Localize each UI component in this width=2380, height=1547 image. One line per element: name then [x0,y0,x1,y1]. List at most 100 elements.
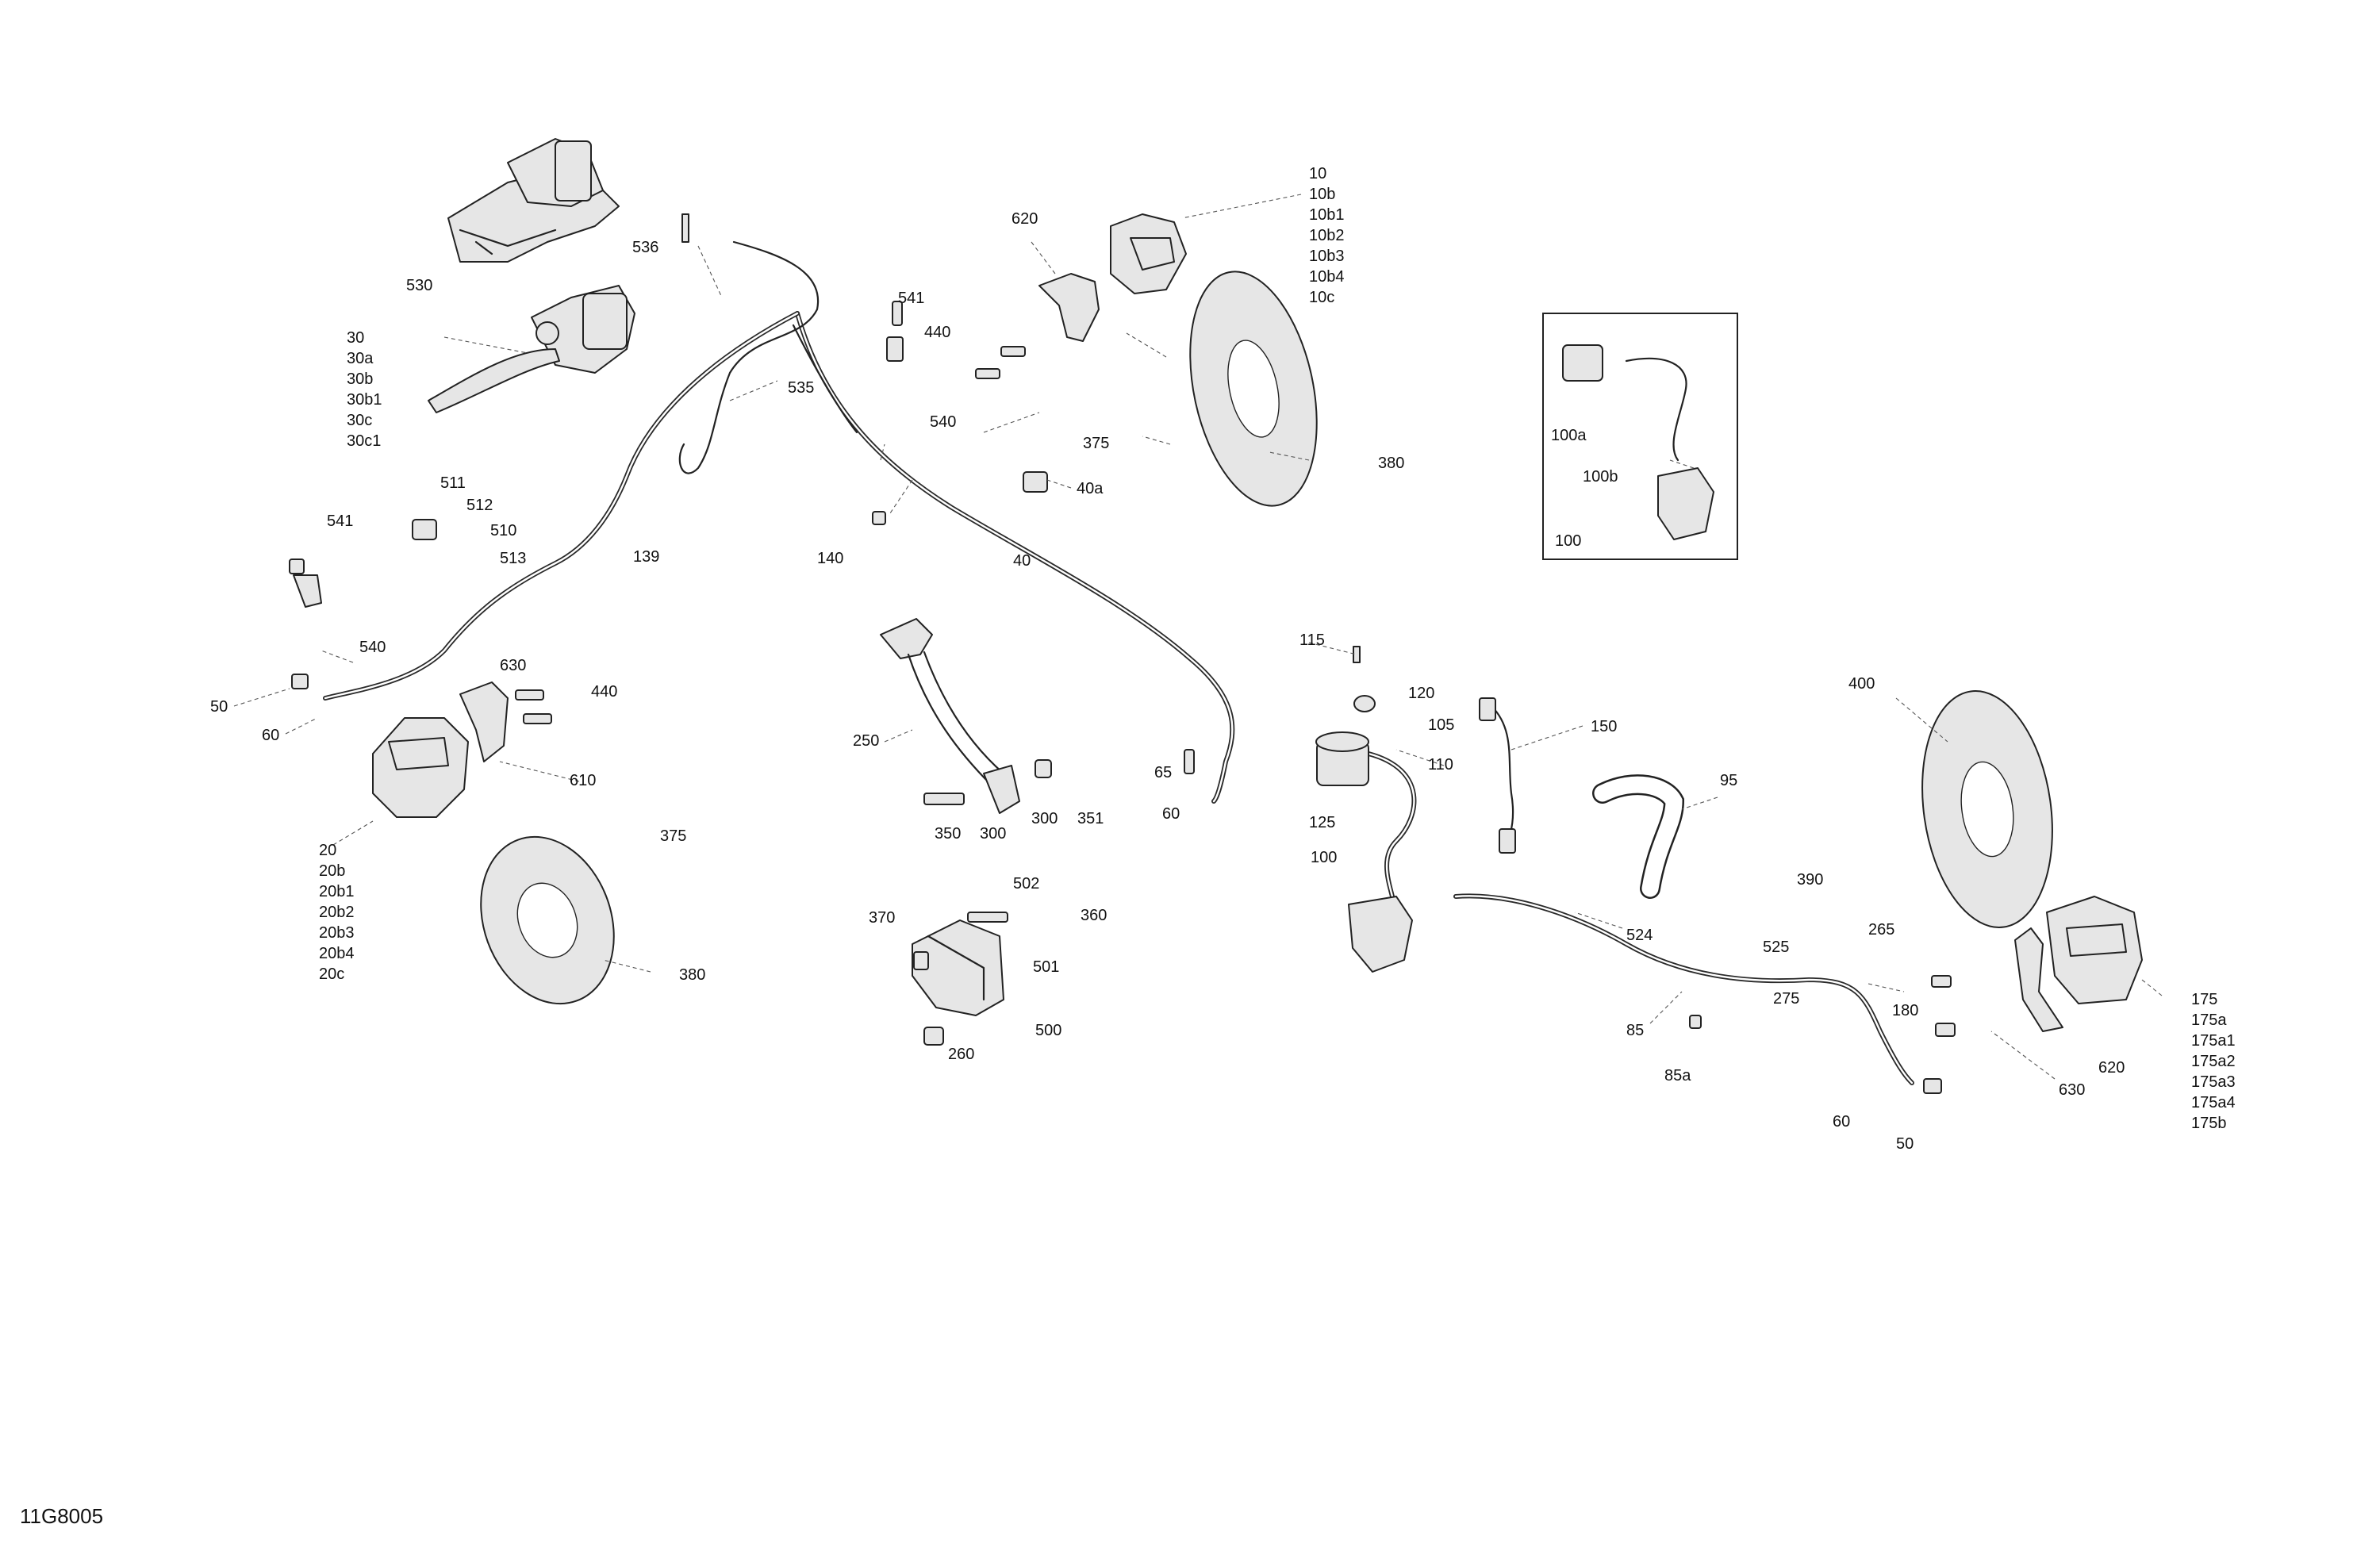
label-100-main: 100 [1311,849,1337,866]
label-20: 20 [319,842,336,859]
label-275: 275 [1773,990,1799,1008]
label-30: 30 [347,329,364,347]
label-20b3: 20b3 [319,924,355,942]
label-30b1: 30b1 [347,391,382,409]
label-260: 260 [948,1046,974,1063]
brake-disc-380-left [480,835,615,1005]
label-540-left: 540 [359,639,386,656]
label-150: 150 [1591,718,1617,735]
label-390: 390 [1797,871,1823,889]
label-360: 360 [1081,907,1107,924]
label-510: 510 [490,522,516,539]
label-10b: 10b [1309,186,1335,203]
label-620-right: 620 [2098,1059,2125,1077]
label-175a: 175a [2191,1012,2227,1029]
label-60-mid: 60 [1162,805,1180,823]
label-139: 139 [633,548,659,566]
brake-disc-400 [1921,690,2053,928]
label-125: 125 [1309,814,1335,831]
label-175b: 175b [2191,1115,2227,1132]
label-65: 65 [1154,764,1172,781]
label-351: 351 [1077,810,1104,827]
hose-95 [1592,774,1685,899]
caliper-175 [2014,896,2143,1032]
label-175a4: 175a4 [2191,1094,2236,1111]
label-85: 85 [1626,1022,1644,1039]
label-20b2: 20b2 [319,904,355,921]
part-labels: 10 10b 10b1 10b2 10b3 10b4 10c 620 536 5… [210,165,2236,1153]
inset-box-100 [1542,313,1738,560]
brake-line-85 [1453,893,1914,1085]
label-115: 115 [1299,631,1325,649]
label-265: 265 [1868,921,1894,939]
pedal-bracket-500 [912,919,1004,1016]
label-175a3: 175a3 [2191,1073,2236,1091]
label-380-top: 380 [1378,455,1404,472]
label-50-right: 50 [1896,1135,1914,1153]
label-500: 500 [1035,1022,1061,1039]
label-380-left: 380 [679,966,705,984]
guard-530 [447,138,620,263]
label-30c1: 30c1 [347,432,381,450]
label-20b1: 20b1 [319,883,355,900]
label-95: 95 [1720,772,1737,789]
diagram-code: 11G8005 [20,1504,103,1528]
label-440-left: 440 [591,683,617,701]
label-175a2: 175a2 [2191,1053,2236,1070]
label-10b2: 10b2 [1309,227,1345,244]
label-440-top: 440 [924,324,950,341]
caliper-10 [1038,213,1187,342]
label-630-right: 630 [2059,1081,2085,1099]
label-502: 502 [1013,875,1039,892]
label-513: 513 [500,550,526,567]
label-524: 524 [1626,927,1653,944]
label-501: 501 [1033,958,1059,976]
label-350: 350 [935,825,961,843]
label-511: 511 [440,474,466,492]
label-110: 110 [1428,756,1453,774]
label-541-top: 541 [898,290,924,307]
label-300-a: 300 [980,825,1006,843]
label-20c: 20c [319,965,344,983]
label-100b: 100b [1583,468,1618,486]
label-175: 175 [2191,991,2217,1008]
label-620-top: 620 [1012,210,1038,228]
master-cylinder-30 [428,285,635,413]
label-630-left: 630 [500,657,526,674]
label-60-left: 60 [262,727,279,744]
label-120: 120 [1408,685,1434,702]
label-105: 105 [1428,716,1454,734]
label-85a: 85a [1664,1067,1691,1084]
label-10c: 10c [1309,289,1334,306]
label-375-left: 375 [660,827,686,845]
label-30b: 30b [347,370,373,388]
label-541-left: 541 [327,512,353,530]
label-525: 525 [1763,939,1789,956]
label-10: 10 [1309,165,1326,182]
label-100a: 100a [1551,427,1587,444]
hardware-items [289,213,1956,1094]
label-375-top: 375 [1083,435,1109,452]
label-10b1: 10b1 [1309,206,1345,224]
label-100-inset: 100 [1555,532,1581,550]
brake-line-40 [795,311,1235,804]
label-175a1: 175a1 [2191,1032,2236,1050]
label-535: 535 [788,379,814,397]
label-20b4: 20b4 [319,945,355,962]
label-60-right: 60 [1833,1113,1850,1130]
leader-lines [233,194,2163,1080]
label-250: 250 [853,732,879,750]
harness-535 [678,240,858,474]
label-40a: 40a [1077,480,1104,497]
label-370: 370 [869,909,895,927]
label-10b3: 10b3 [1309,248,1345,265]
label-40: 40 [1013,552,1031,570]
label-140: 140 [817,550,843,567]
label-180: 180 [1892,1002,1918,1019]
label-20b: 20b [319,862,345,880]
brake-line-50-left [323,311,800,701]
brake-disc-380-top [1189,271,1318,507]
label-530: 530 [406,277,432,294]
